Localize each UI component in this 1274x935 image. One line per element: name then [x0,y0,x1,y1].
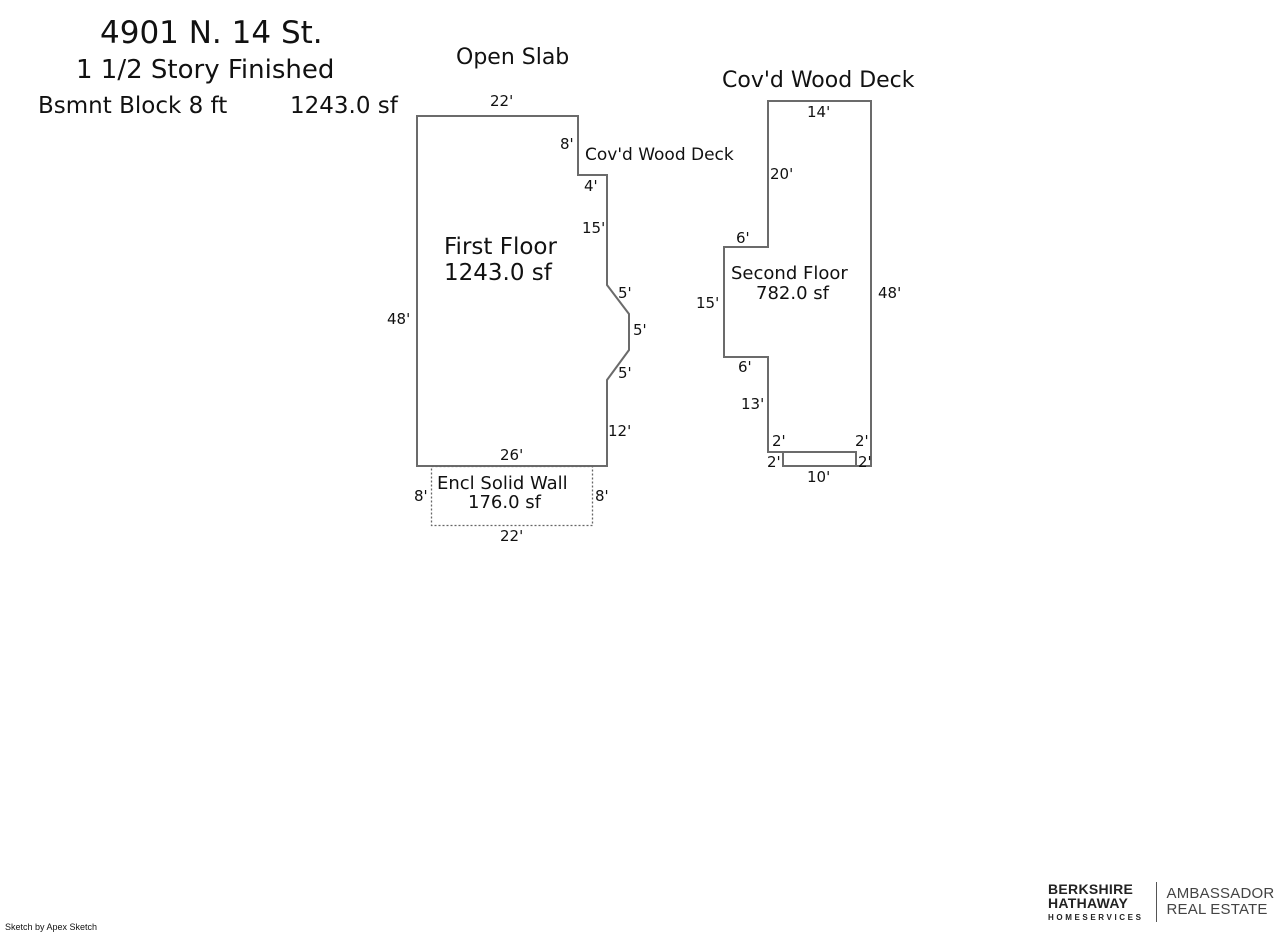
first-floor-dim-right-lower: 12' [608,422,632,440]
enclosed-name: Encl Solid Wall [437,473,568,494]
covd-wood-deck-left-label: Cov'd Wood Deck [585,145,734,165]
first-floor-dim-notch-vertical: 8' [560,135,574,153]
enclosed-dim-right: 8' [595,487,609,505]
first-floor-name: First Floor [444,234,557,260]
second-floor-dim-corner-left-side: 2' [767,453,781,471]
first-floor-dim-bottom: 26' [500,446,524,464]
first-floor-dim-top: 22' [490,92,514,110]
enclosed-dim-left: 8' [414,487,428,505]
basement-area: 1243.0 sf [290,93,398,119]
logo-divider [1155,882,1157,922]
second-floor-dim-lower-left: 13' [741,395,765,413]
second-floor-dim-corner-right-side: 2' [858,453,872,471]
covd-wood-deck-right-label: Cov'd Wood Deck [722,68,915,93]
second-floor-outline [723,100,872,467]
second-floor-dim-bottom: 10' [807,468,831,486]
brokerage-logo: BERKSHIRE HATHAWAY HOMESERVICES AMBASSAD… [1048,882,1274,922]
first-floor-dim-left: 48' [387,310,411,328]
property-address: 4901 N. 14 St. [100,15,323,51]
second-floor-dim-upper-left: 20' [770,165,794,183]
logo-right-line-1: AMBASSADOR [1166,885,1274,902]
first-floor-dim-bay-upper: 5' [618,284,632,302]
second-floor-dim-left: 15' [696,294,720,312]
second-floor-dim-top: 14' [807,103,831,121]
first-floor-dim-notch-horizontal: 4' [584,177,598,195]
sketch-credit: Sketch by Apex Sketch [5,922,98,932]
first-floor-dim-bay-lower: 5' [618,364,632,382]
enclosed-solid-wall-outline [430,465,594,527]
second-floor-name: Second Floor [731,263,848,284]
basement-label: Bsmnt Block 8 ft [38,93,228,119]
first-floor-dim-right-upper: 15' [582,219,606,237]
second-floor-dim-right: 48' [878,284,902,302]
first-floor-area: 1243.0 sf [444,260,552,286]
logo-line-2: HATHAWAY [1048,895,1129,911]
second-floor-dim-step-lower: 6' [738,358,752,376]
logo-berkshire-hathaway: BERKSHIRE HATHAWAY HOMESERVICES [1048,882,1144,922]
logo-line-1: BERKSHIRE [1048,881,1134,897]
property-style: 1 1/2 Story Finished [76,55,335,85]
logo-ambassador: AMBASSADOR REAL ESTATE [1167,886,1274,918]
logo-right-line-2: REAL ESTATE [1166,901,1268,918]
second-floor-dim-corner-right-top: 2' [855,432,869,450]
logo-line-3: HOMESERVICES [1048,913,1144,922]
second-floor-dim-step-upper: 6' [736,229,750,247]
enclosed-dim-bottom: 22' [500,527,524,545]
first-floor-outline [416,115,630,467]
second-floor-dim-corner-left-top: 2' [772,432,786,450]
open-slab-label: Open Slab [456,45,570,70]
first-floor-dim-bay-middle: 5' [633,321,647,339]
second-floor-area: 782.0 sf [756,283,829,304]
enclosed-area: 176.0 sf [468,492,541,513]
